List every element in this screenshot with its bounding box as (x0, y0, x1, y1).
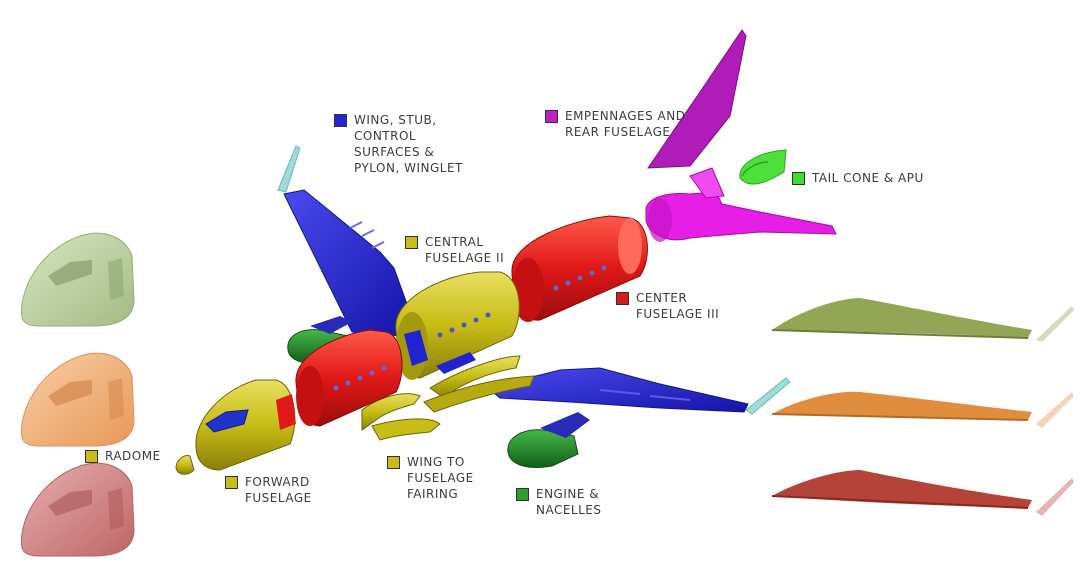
swatch-empennage (545, 110, 558, 123)
label-line: FUSELAGE II (425, 251, 505, 265)
upper-winglet (277, 145, 301, 193)
engine-nacelle-lower (507, 412, 590, 468)
label-tail-cone-text: TAIL CONE & APU (812, 170, 924, 186)
lower-winglet (745, 377, 791, 415)
label-center-fuselage-iii: CENTER FUSELAGE III (616, 290, 719, 322)
label-central-fuselage-ii-text: CENTRAL FUSELAGE II (425, 234, 504, 266)
radome-part (175, 455, 195, 475)
swatch-wing-fairing (387, 456, 400, 469)
central-fuselage-ii (395, 271, 520, 380)
label-line: WING TO (407, 455, 465, 469)
label-radome: RADOME (85, 448, 161, 464)
wing-fuselage-fairing (361, 355, 535, 441)
vertical-fin (647, 29, 747, 169)
cockpit-variant-red (21, 462, 135, 557)
center-fuselage-front (295, 329, 403, 427)
label-center-fuselage-iii-text: CENTER FUSELAGE III (636, 290, 719, 322)
label-central-fuselage-ii: CENTRAL FUSELAGE II (405, 234, 504, 266)
label-line: TAIL CONE & APU (812, 171, 924, 185)
swatch-center-fuselage-iii (616, 292, 629, 305)
label-wing: WING, STUB, CONTROL SURFACES & PYLON, WINGL… (334, 112, 463, 176)
center-fuselage-iii (511, 215, 648, 322)
label-empennage-text: EMPENNAGES AND REAR FUSELAGE (565, 108, 685, 140)
rear-fuselage (645, 167, 837, 242)
label-engine-text: ENGINE & NACELLES (536, 486, 602, 518)
wing-variant-green (771, 298, 1074, 342)
wing-variant-red (771, 470, 1074, 516)
label-wing-fairing-text: WING TO FUSELAGE FAIRING (407, 454, 474, 502)
label-line: NACELLES (536, 503, 602, 517)
forward-fuselage (195, 379, 296, 471)
label-line: SURFACES & (354, 145, 435, 159)
label-line: FUSELAGE (407, 471, 474, 485)
label-radome-text: RADOME (105, 448, 161, 464)
lower-wing (486, 367, 749, 413)
label-tail-cone: TAIL CONE & APU (792, 170, 924, 186)
label-forward-fuselage-text: FORWARD FUSELAGE (245, 474, 312, 506)
label-empennage: EMPENNAGES AND REAR FUSELAGE (545, 108, 685, 140)
label-line: FAIRING (407, 487, 459, 501)
label-line: FUSELAGE III (636, 307, 720, 321)
label-engine: ENGINE & NACELLES (516, 486, 602, 518)
label-line: FORWARD (245, 475, 310, 489)
label-line: WING, STUB, (354, 113, 437, 127)
wing-variant-orange (771, 391, 1074, 428)
label-line: CENTRAL (425, 235, 484, 249)
label-wing-text: WING, STUB, CONTROL SURFACES & PYLON, WINGL… (354, 112, 463, 176)
label-forward-fuselage: FORWARD FUSELAGE (225, 474, 312, 506)
label-line: FUSELAGE (245, 491, 312, 505)
label-line: CONTROL (354, 129, 417, 143)
label-line: PYLON, WINGLET (354, 161, 463, 175)
label-line: REAR FUSELAGE (565, 125, 671, 139)
swatch-wing (334, 114, 347, 127)
upper-wing (283, 189, 413, 337)
cockpit-variant-orange (21, 352, 135, 447)
swatch-engine (516, 488, 529, 501)
label-line: EMPENNAGES AND (565, 109, 686, 123)
label-line: RADOME (105, 449, 161, 463)
swatch-tail-cone (792, 172, 805, 185)
label-line: CENTER (636, 291, 688, 305)
label-line: ENGINE & (536, 487, 600, 501)
tail-cone (739, 149, 787, 185)
label-wing-fairing: WING TO FUSELAGE FAIRING (387, 454, 474, 502)
swatch-forward-fuselage (225, 476, 238, 489)
swatch-radome (85, 450, 98, 463)
swatch-central-fuselage-ii (405, 236, 418, 249)
cockpit-variant-green (21, 232, 135, 327)
